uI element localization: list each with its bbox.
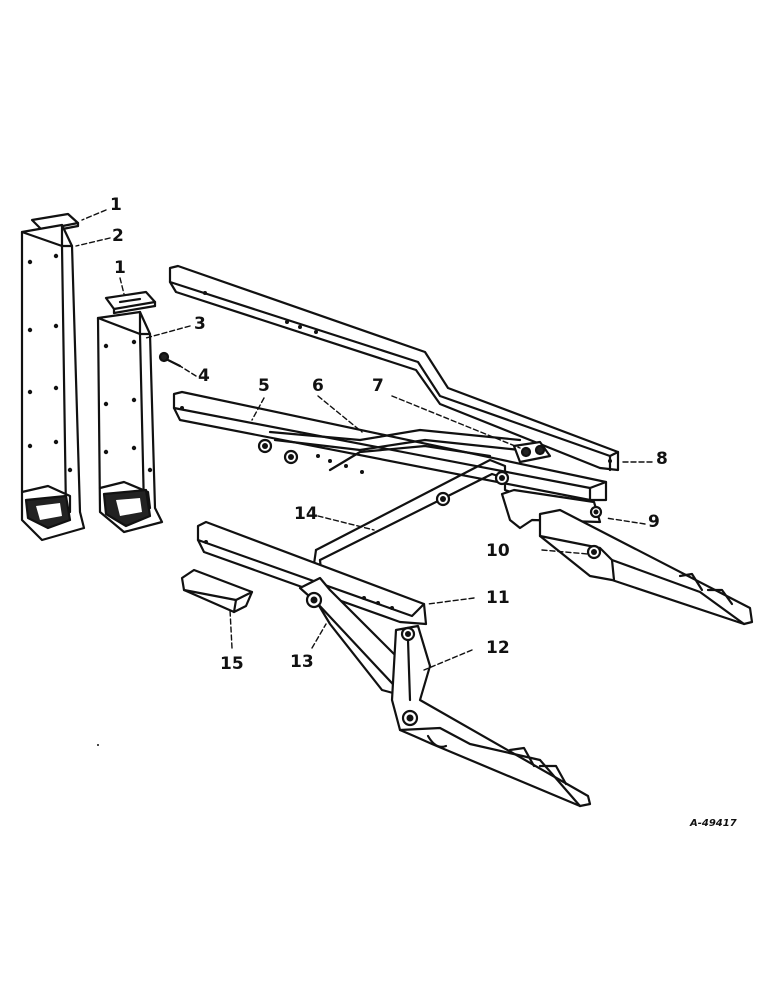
callout-2: 2 xyxy=(112,226,124,246)
figure-id-label: A-49417 xyxy=(690,818,737,829)
callout-4: 4 xyxy=(198,366,210,386)
part-7-plate xyxy=(512,440,552,464)
part-6-brace xyxy=(268,428,522,472)
part-1-pad-lower xyxy=(104,290,157,315)
part-11-lower-rail xyxy=(196,520,428,626)
part-2-shield xyxy=(20,223,86,542)
callout-3: 3 xyxy=(194,314,206,334)
callout-13: 13 xyxy=(290,652,314,672)
callout-9: 9 xyxy=(648,512,660,532)
part-15-plate xyxy=(180,568,254,614)
callout-7: 7 xyxy=(372,376,384,396)
callout-8: 8 xyxy=(656,449,668,469)
callout-10: 10 xyxy=(486,541,510,561)
callout-15: 15 xyxy=(220,654,244,674)
callout-1-lower: 1 xyxy=(114,258,126,278)
callout-11: 11 xyxy=(486,588,510,608)
part-4-bolt xyxy=(158,351,182,368)
part-12-shovel xyxy=(390,624,592,808)
leader-lines xyxy=(75,209,653,671)
callout-1-upper: 1 xyxy=(110,195,122,215)
callout-12: 12 xyxy=(486,638,510,658)
callout-5: 5 xyxy=(258,376,270,396)
part-8-upper-rail xyxy=(168,264,620,472)
part-10-shovel xyxy=(538,508,754,626)
part-3-shield xyxy=(96,310,164,534)
callout-6: 6 xyxy=(312,376,324,396)
callout-14: 14 xyxy=(294,504,318,524)
